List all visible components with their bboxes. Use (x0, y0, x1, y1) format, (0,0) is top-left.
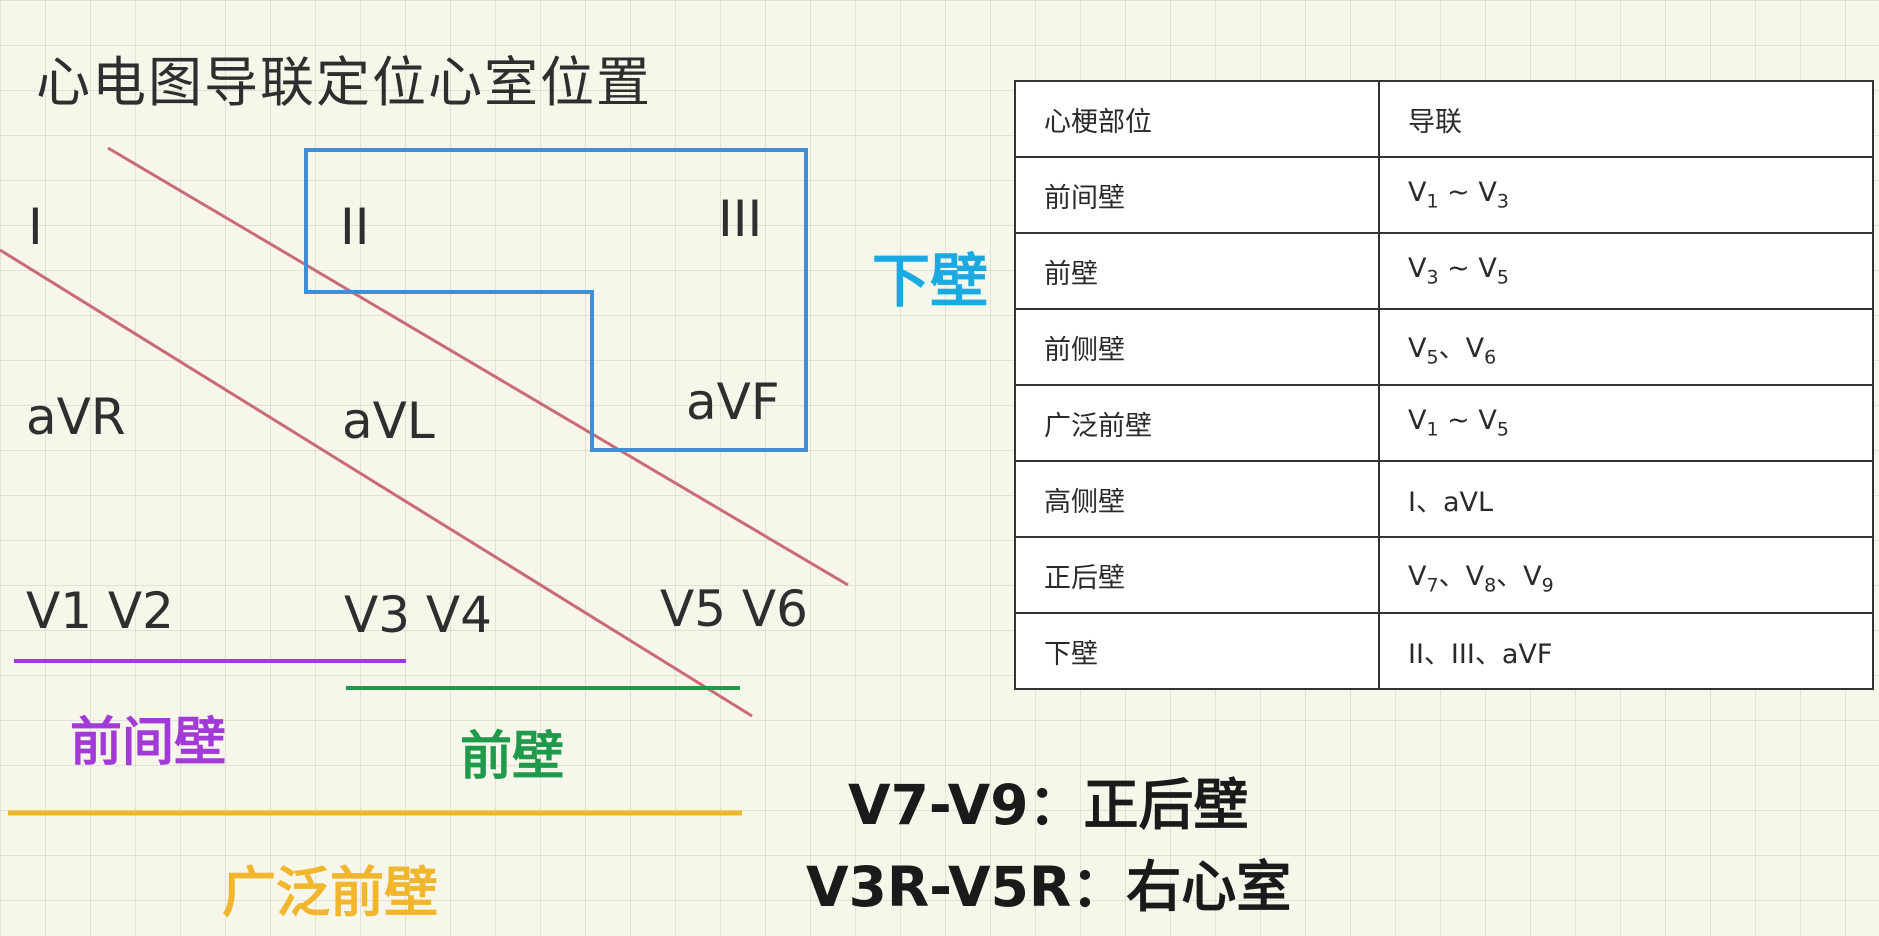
infarct-site-cell: 前壁 (1014, 232, 1380, 310)
infarct-site-cell: 前间壁 (1014, 156, 1380, 234)
lead-II-label: II (340, 198, 370, 256)
lead-V1V2-label: V1 V2 (26, 582, 174, 640)
lead-subscript: 6 (1484, 346, 1497, 369)
anteroseptal-label: 前间壁 (70, 713, 227, 773)
lead-text: V (1408, 177, 1427, 209)
anterior-label: 前壁 (460, 727, 565, 787)
lead-list-cell: V1 ~ V3 (1378, 156, 1874, 234)
lead-list-cell: V5、V6 (1378, 308, 1874, 386)
lead-subscript: 1 (1426, 190, 1439, 213)
infarct-site-cell: 广泛前壁 (1014, 384, 1380, 462)
infarct-site-cell: 前侧壁 (1014, 308, 1380, 386)
lead-text: V (1408, 253, 1427, 285)
posterior-wall-note: V7-V9：正后壁 (848, 773, 1249, 837)
lead-text: V (1408, 405, 1427, 437)
inferior-wall-label: 下壁 (872, 247, 989, 315)
lead-text: I、aVL (1408, 486, 1494, 518)
lead-I-label: I (28, 198, 43, 256)
right-ventricle-note: V3R-V5R：右心室 (806, 855, 1292, 919)
lead-text: ~ V (1438, 405, 1497, 437)
lead-subscript: 8 (1484, 574, 1497, 597)
lead-aVF-label: aVF (686, 373, 780, 431)
lead-list-cell: V1 ~ V5 (1378, 384, 1874, 462)
lead-text: 、V (1438, 560, 1485, 592)
diagonal-line-upper (107, 146, 849, 587)
lead-list-cell: V3 ~ V5 (1378, 232, 1874, 310)
lead-V3V4-label: V3 V4 (344, 586, 492, 644)
lead-list-cell: I、aVL (1378, 460, 1874, 538)
lead-subscript: 5 (1426, 346, 1439, 369)
lead-subscript: 3 (1496, 190, 1509, 213)
page-title: 心电图导联定位心室位置 (36, 51, 652, 114)
lead-text: V (1408, 560, 1427, 592)
lead-subscript: 7 (1426, 574, 1439, 597)
lead-aVR-label: aVR (26, 388, 126, 446)
lead-subscript: 1 (1426, 418, 1439, 441)
header-leads: 导联 (1378, 80, 1874, 158)
table-row: 下壁 II、III、aVF (1014, 612, 1874, 690)
lead-subscript: 9 (1541, 574, 1554, 597)
table-row: 高侧壁 I、aVL (1014, 460, 1874, 538)
diagonal-line-lower (0, 248, 753, 718)
lead-subscript: 5 (1496, 418, 1509, 441)
extensive-anterior-label: 广泛前壁 (222, 861, 438, 924)
header-site: 心梗部位 (1014, 80, 1380, 158)
lead-V5V6-label: V5 V6 (660, 580, 808, 638)
lead-subscript: 3 (1426, 266, 1439, 289)
infarct-site-cell: 正后壁 (1014, 536, 1380, 614)
lead-text: ~ V (1438, 253, 1497, 285)
infarct-site-cell: 下壁 (1014, 612, 1380, 690)
table-header-row: 心梗部位导联 (1014, 80, 1874, 158)
lead-list-cell: V7、V8、V9 (1378, 536, 1874, 614)
lead-text: ~ V (1438, 177, 1497, 209)
lead-text: V (1408, 332, 1427, 364)
lead-text: 、V (1496, 560, 1542, 592)
lead-text: II、III、aVF (1408, 638, 1553, 670)
lead-aVL-label: aVL (342, 392, 435, 450)
lead-text: 、V (1438, 332, 1485, 364)
infarct-site-cell: 高侧壁 (1014, 460, 1380, 538)
lead-subscript: 5 (1496, 266, 1509, 289)
lead-III-label: III (718, 190, 763, 248)
lead-list-cell: II、III、aVF (1378, 612, 1874, 690)
inferior-wall-box (304, 148, 808, 452)
